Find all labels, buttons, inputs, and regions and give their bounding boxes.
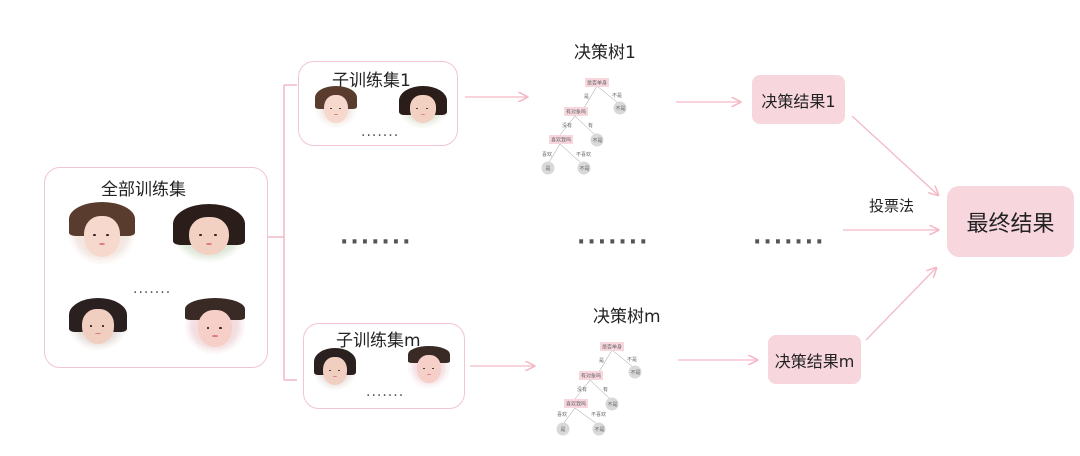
tree-m-leaf-mid-text: 不是 bbox=[608, 402, 618, 408]
tree-1-graphic: 是否单身 有对象吗 喜欢我吗 是 不是 不是 没有 有 不是 喜欢 不喜欢 是 … bbox=[541, 78, 627, 175]
tree-m-leaf-bottom bbox=[592, 422, 606, 436]
tree-1-leaf-yes-text: 是 bbox=[546, 166, 551, 172]
tree-m-edge-none: 没有 bbox=[577, 386, 587, 393]
face-image-1 bbox=[69, 202, 135, 264]
final-result-box: 最终结果 bbox=[947, 186, 1074, 257]
tree-m-node-low bbox=[564, 399, 588, 408]
tree-m-node-low-text: 喜欢我吗 bbox=[566, 401, 586, 408]
voting-method-label: 投票法 bbox=[869, 197, 915, 215]
tree-1-node-low bbox=[549, 135, 573, 144]
tree-1-title: 决策树1 bbox=[574, 43, 636, 63]
tree-m-edge-yes: 是 bbox=[599, 358, 604, 364]
tree-1-edge-yes: 是 bbox=[584, 94, 589, 100]
tree-m-edge-have: 有 bbox=[603, 386, 608, 393]
subset-1-face-2 bbox=[399, 86, 447, 128]
full-training-set-title: 全部训练集 bbox=[101, 180, 186, 200]
tree-m-edge-no: 不是 bbox=[627, 357, 637, 363]
tree-m-leaf-no-text: 不是 bbox=[631, 370, 641, 376]
tree-1-leaf-bottom bbox=[577, 161, 591, 175]
tree-1-leaf-bottom-text: 不是 bbox=[580, 166, 590, 172]
tree-m-leaf-yes-text: 是 bbox=[561, 427, 566, 433]
tree-m-node-root-text: 是否单身 bbox=[602, 344, 622, 351]
tree-m-graphic: 是否单身 有对象吗 喜欢我吗 是 不是 不是 没有 有 不是 喜欢 不喜欢 是 … bbox=[556, 342, 642, 436]
tree-1-leaf-mid-text: 不是 bbox=[593, 138, 603, 144]
tree-m-title: 决策树m bbox=[593, 307, 661, 327]
tree-m-leaf-yes bbox=[556, 422, 570, 436]
tree-m-node-root bbox=[600, 342, 624, 351]
tree-1-node-root-text: 是否单身 bbox=[587, 80, 607, 87]
full-training-set-box: 全部训练集 ······· bbox=[44, 167, 268, 368]
subset-m-ellipsis: ······· bbox=[366, 388, 405, 404]
tree-m-edge-dislike: 不喜欢 bbox=[591, 411, 606, 418]
tree-m-node-mid-text: 有对象吗 bbox=[581, 373, 601, 380]
face-image-4 bbox=[185, 298, 245, 354]
tree-1-node-mid bbox=[564, 107, 588, 116]
sub-training-set-m-box: 子训练集m ······· bbox=[303, 323, 465, 409]
subset-m-face-2 bbox=[408, 346, 450, 388]
subset-1-face-1 bbox=[315, 86, 357, 128]
subset-m-face-1 bbox=[314, 348, 356, 390]
tree-1-edge-none: 没有 bbox=[562, 122, 572, 129]
tree-1-edge-no: 不是 bbox=[612, 93, 622, 99]
subset-1-ellipsis: ······· bbox=[361, 128, 400, 144]
decision-result-1: 决策结果1 bbox=[752, 75, 845, 124]
middle-ellipsis-subsets: ······· bbox=[340, 230, 413, 255]
tree-1-leaf-no-text: 不是 bbox=[616, 106, 626, 112]
tree-m-leaf-no bbox=[628, 365, 642, 379]
sub-training-set-1-box: 子训练集1 ······· bbox=[298, 61, 458, 146]
tree-m-node-mid bbox=[579, 371, 603, 380]
tree-1-leaf-mid bbox=[590, 133, 604, 147]
tree-m-leaf-mid bbox=[605, 397, 619, 411]
tree-1-edge-dislike: 不喜欢 bbox=[576, 151, 591, 158]
sub-training-set-m-title: 子训练集m bbox=[336, 331, 421, 351]
tree-m-edge-like: 喜欢 bbox=[557, 411, 567, 418]
middle-ellipsis-results: ······· bbox=[753, 230, 826, 255]
sub-training-set-1-title: 子训练集1 bbox=[332, 71, 411, 91]
tree-1-edge-like: 喜欢 bbox=[542, 151, 552, 158]
arrow-resultm-final bbox=[865, 268, 936, 341]
full-set-ellipsis: ······· bbox=[133, 285, 172, 301]
middle-ellipsis-trees: ······· bbox=[577, 230, 650, 255]
face-image-3 bbox=[69, 298, 127, 350]
tree-1-node-low-text: 喜欢我吗 bbox=[551, 137, 571, 144]
tree-1-leaf-no bbox=[613, 101, 627, 115]
tree-m-leaf-bottom-text: 不是 bbox=[595, 427, 605, 433]
decision-result-m: 决策结果m bbox=[768, 335, 861, 384]
tree-1-node-root bbox=[585, 78, 609, 87]
tree-1-node-mid-text: 有对象吗 bbox=[566, 109, 586, 116]
tree-1-edge-have: 有 bbox=[588, 122, 593, 129]
arrow-result1-final bbox=[851, 115, 938, 195]
face-image-2 bbox=[173, 204, 245, 262]
tree-1-leaf-yes bbox=[541, 161, 555, 175]
